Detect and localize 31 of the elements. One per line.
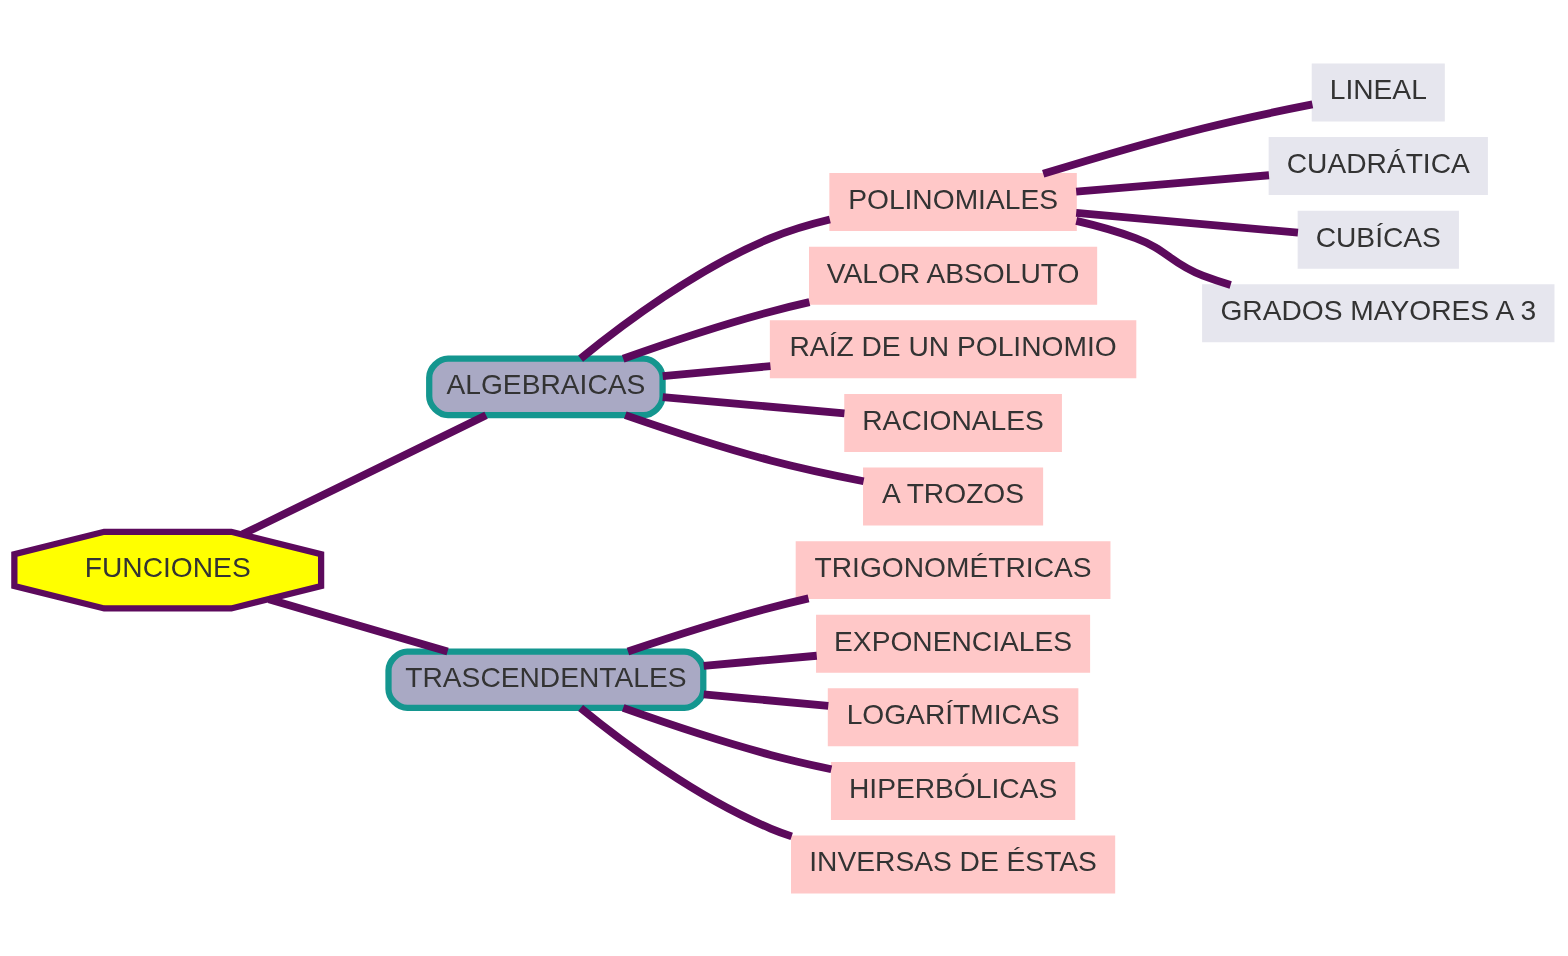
connector: [1075, 208, 1299, 237]
node-box: TRIGONOMÉTRICAS: [795, 540, 1111, 599]
connector: [1075, 216, 1232, 289]
node-box: LOGARÍTMICAS: [827, 687, 1079, 746]
node-box: ALGEBRAICAS: [426, 355, 666, 418]
connector: [578, 215, 831, 362]
connector: [1042, 100, 1314, 178]
node-box: TRASCENDENTALES: [385, 647, 707, 711]
node-box: HIPERBÓLICAS: [830, 761, 1076, 820]
node-box: GRADOS MAYORES A 3: [1202, 283, 1555, 342]
connector: [621, 297, 811, 362]
node-box: EXPONENCIALES: [816, 614, 1091, 673]
connector: [626, 594, 810, 655]
node-box: POLINOMIALES: [829, 172, 1077, 231]
node-box: RACIONALES: [844, 393, 1062, 452]
connector: [578, 704, 793, 840]
connector: [703, 689, 829, 710]
node-box: INVERSAS DE ÉSTAS: [791, 835, 1116, 894]
node-box: CUADRÁTICA: [1268, 136, 1488, 195]
connector: [624, 410, 865, 485]
node-box: VALOR ABSOLUTO: [809, 246, 1098, 305]
connector: [662, 361, 771, 380]
connector: [621, 703, 833, 773]
connector: [1075, 170, 1270, 196]
connector: [703, 651, 818, 670]
node-box: LINEAL: [1311, 62, 1445, 121]
node-box: RAÍZ DE UN POLINOMIO: [769, 319, 1137, 378]
connector: [662, 392, 845, 417]
node-box: A TROZOS: [863, 467, 1044, 525]
connector: [267, 594, 449, 655]
node-box: CUBÍCAS: [1297, 210, 1459, 269]
